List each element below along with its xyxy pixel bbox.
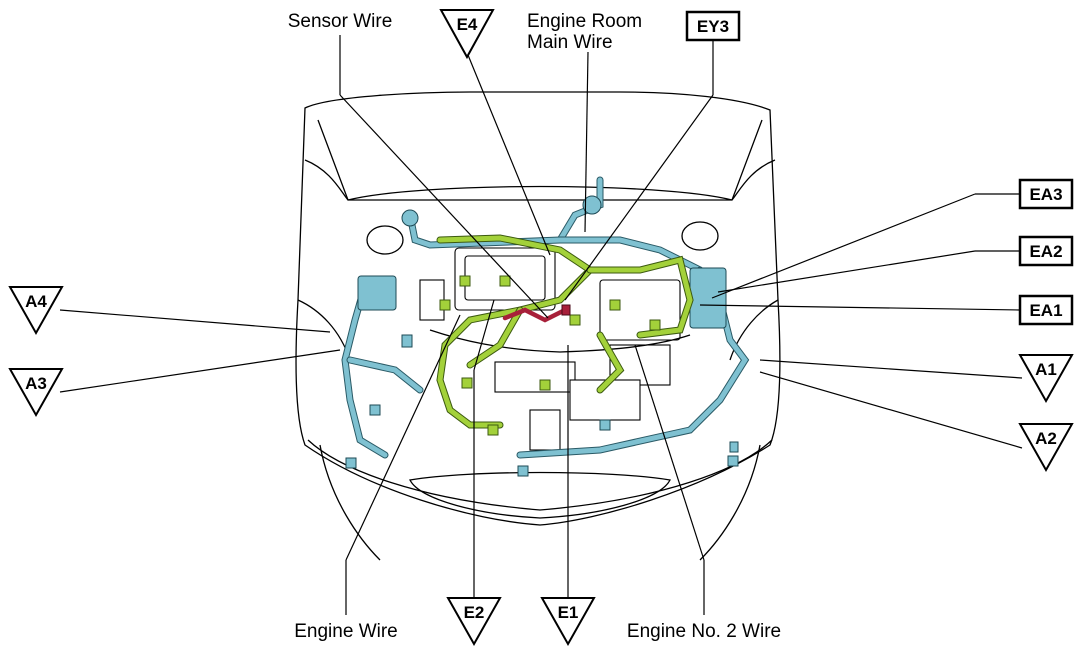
svg-text:E4: E4 bbox=[457, 15, 478, 34]
tag-ea1: EA1 bbox=[1018, 294, 1074, 326]
tag-ey3: EY3 bbox=[685, 10, 741, 42]
tag-e4: E4 bbox=[439, 9, 495, 60]
engine-wire-label: Engine Wire bbox=[294, 621, 398, 642]
tag-ea2: EA2 bbox=[1018, 235, 1074, 267]
svg-text:E2: E2 bbox=[464, 603, 485, 622]
svg-text:A3: A3 bbox=[25, 374, 47, 393]
svg-text:A1: A1 bbox=[1035, 360, 1057, 379]
svg-text:EA3: EA3 bbox=[1029, 185, 1062, 204]
car-body bbox=[295, 91, 781, 561]
svg-text:EY3: EY3 bbox=[697, 17, 729, 36]
sensor-wire-label: Sensor Wire bbox=[288, 11, 393, 32]
tag-ea3: EA3 bbox=[1018, 178, 1074, 210]
svg-text:E1: E1 bbox=[558, 603, 579, 622]
tag-a3: A3 bbox=[8, 368, 64, 418]
tag-e2: E2 bbox=[446, 597, 502, 647]
engine-harness bbox=[436, 234, 694, 436]
tag-a1: A1 bbox=[1018, 354, 1074, 404]
svg-text:A4: A4 bbox=[25, 292, 47, 311]
tag-e1: E1 bbox=[540, 597, 596, 647]
svg-text:A2: A2 bbox=[1035, 429, 1057, 448]
svg-text:EA1: EA1 bbox=[1029, 301, 1062, 320]
tag-a2: A2 bbox=[1018, 423, 1074, 473]
engine-room-main-wire-label-line1: Engine Room bbox=[527, 11, 642, 32]
tag-a4: A4 bbox=[8, 286, 64, 336]
svg-text:EA2: EA2 bbox=[1029, 242, 1062, 261]
engine-no2-wire-label: Engine No. 2 Wire bbox=[627, 621, 781, 642]
leader-lines bbox=[59, 35, 1023, 615]
sensor-harness bbox=[502, 304, 571, 323]
engine-room-main-wire-label-line2: Main Wire bbox=[527, 32, 613, 53]
